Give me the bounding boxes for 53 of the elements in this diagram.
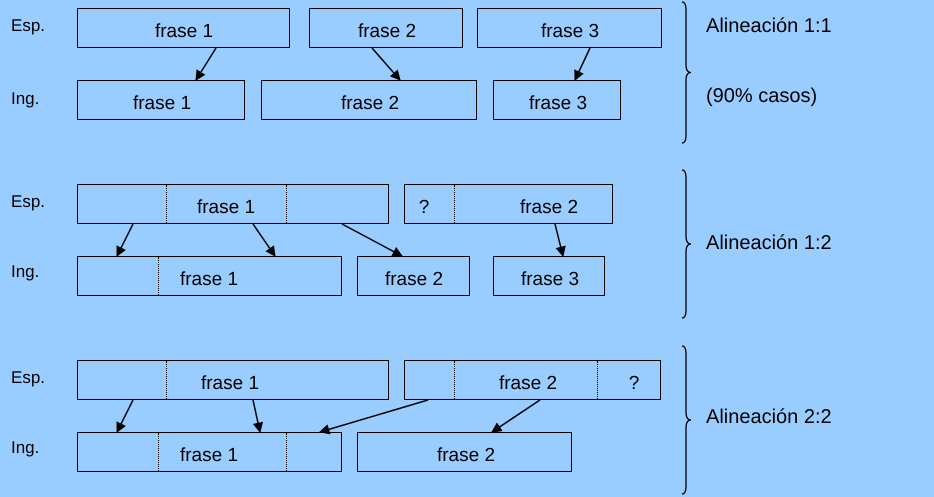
sentence-text: frase 1 bbox=[180, 445, 238, 467]
sentence-box bbox=[404, 360, 661, 400]
arrow bbox=[554, 224, 566, 258]
sentence-box bbox=[77, 360, 389, 400]
sentence-box bbox=[357, 256, 470, 296]
sentence-box bbox=[477, 8, 662, 48]
alignment-label: Alineación 2:2 bbox=[706, 406, 832, 429]
sentence-text: frase 2 bbox=[358, 21, 416, 43]
sentence-box bbox=[77, 8, 290, 48]
arrow bbox=[116, 400, 134, 433]
sentence-text: ? bbox=[418, 197, 430, 219]
sentence-box bbox=[404, 184, 613, 224]
sentence-box bbox=[309, 8, 463, 48]
row-label: Esp. bbox=[11, 192, 46, 212]
arrow bbox=[116, 224, 134, 257]
row-label: Esp. bbox=[11, 16, 46, 36]
row-label: Ing. bbox=[11, 89, 40, 109]
row-label: Ing. bbox=[11, 262, 40, 282]
arrow bbox=[252, 400, 264, 434]
sentence-text: frase 2 bbox=[384, 269, 444, 291]
alignment-label: Alineación 1:1 bbox=[706, 15, 832, 38]
row-label: Esp. bbox=[11, 368, 46, 388]
sentence-text: frase 1 bbox=[196, 197, 256, 219]
note: (90% casos) bbox=[706, 85, 818, 108]
sentence-box bbox=[77, 80, 245, 120]
arrow bbox=[342, 223, 403, 257]
sentence-text: frase 2 bbox=[520, 197, 578, 219]
sentence-text: frase 3 bbox=[528, 93, 588, 115]
sentence-text: frase 2 bbox=[436, 445, 496, 467]
arrow bbox=[491, 399, 540, 433]
sentence-text: frase 1 bbox=[132, 93, 192, 115]
sentence-text: frase 1 bbox=[154, 21, 214, 43]
arrow bbox=[319, 399, 428, 434]
sentence-box bbox=[261, 80, 477, 120]
sentence-box bbox=[357, 432, 572, 472]
arrow bbox=[574, 48, 591, 81]
sentence-box bbox=[77, 184, 389, 224]
row-label: Ing. bbox=[11, 438, 40, 458]
sentence-box bbox=[493, 80, 621, 120]
sentence-text: frase 2 bbox=[340, 93, 400, 115]
arrow bbox=[252, 224, 276, 257]
sentence-text: frase 1 bbox=[200, 373, 260, 395]
sentence-box bbox=[77, 432, 342, 472]
sentence-box bbox=[493, 256, 605, 296]
arrow bbox=[371, 48, 401, 81]
arrow bbox=[195, 48, 217, 81]
sentence-text: frase 1 bbox=[180, 269, 238, 291]
sentence-text: frase 3 bbox=[520, 269, 580, 291]
alignment-label: Alineación 1:2 bbox=[706, 232, 832, 255]
sentence-text: frase 2 bbox=[498, 373, 558, 395]
sentence-text: ? bbox=[628, 373, 640, 395]
sentence-box bbox=[77, 256, 342, 296]
sentence-text: frase 3 bbox=[540, 21, 600, 43]
